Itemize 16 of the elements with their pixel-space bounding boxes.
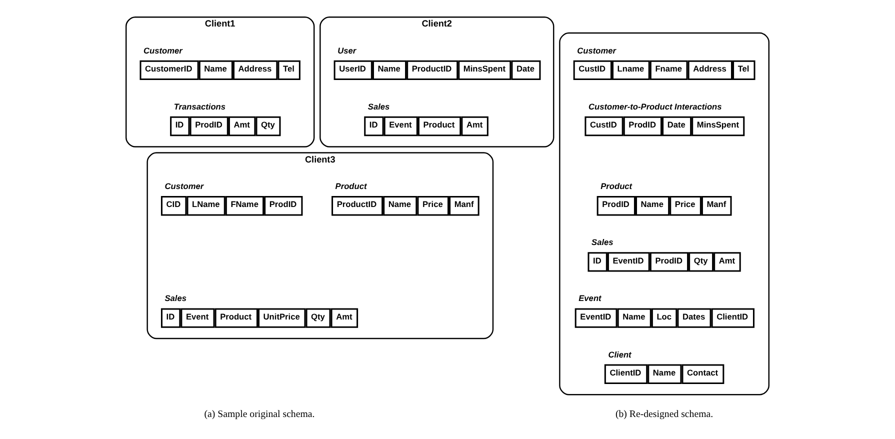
node-label: Transactions [174, 101, 226, 112]
label: (a) Sample original schema. [204, 408, 315, 420]
node-label: Sales [592, 237, 614, 248]
node-label: Customer [164, 181, 204, 192]
node-label: User [338, 45, 356, 56]
node-label: Sales [368, 101, 390, 112]
node-label: Product [335, 181, 367, 192]
node-label: Customer-to-Product Interactions [588, 101, 722, 112]
node-label: Client [608, 349, 632, 360]
node-label: Product [600, 181, 632, 192]
node-label: Sales [164, 293, 187, 304]
cluster [559, 32, 770, 396]
node-label: Event [578, 293, 602, 304]
label: (b) Re-designed schema. [616, 408, 714, 420]
node-label: Customer [144, 45, 182, 56]
node-label: Customer [577, 45, 616, 56]
